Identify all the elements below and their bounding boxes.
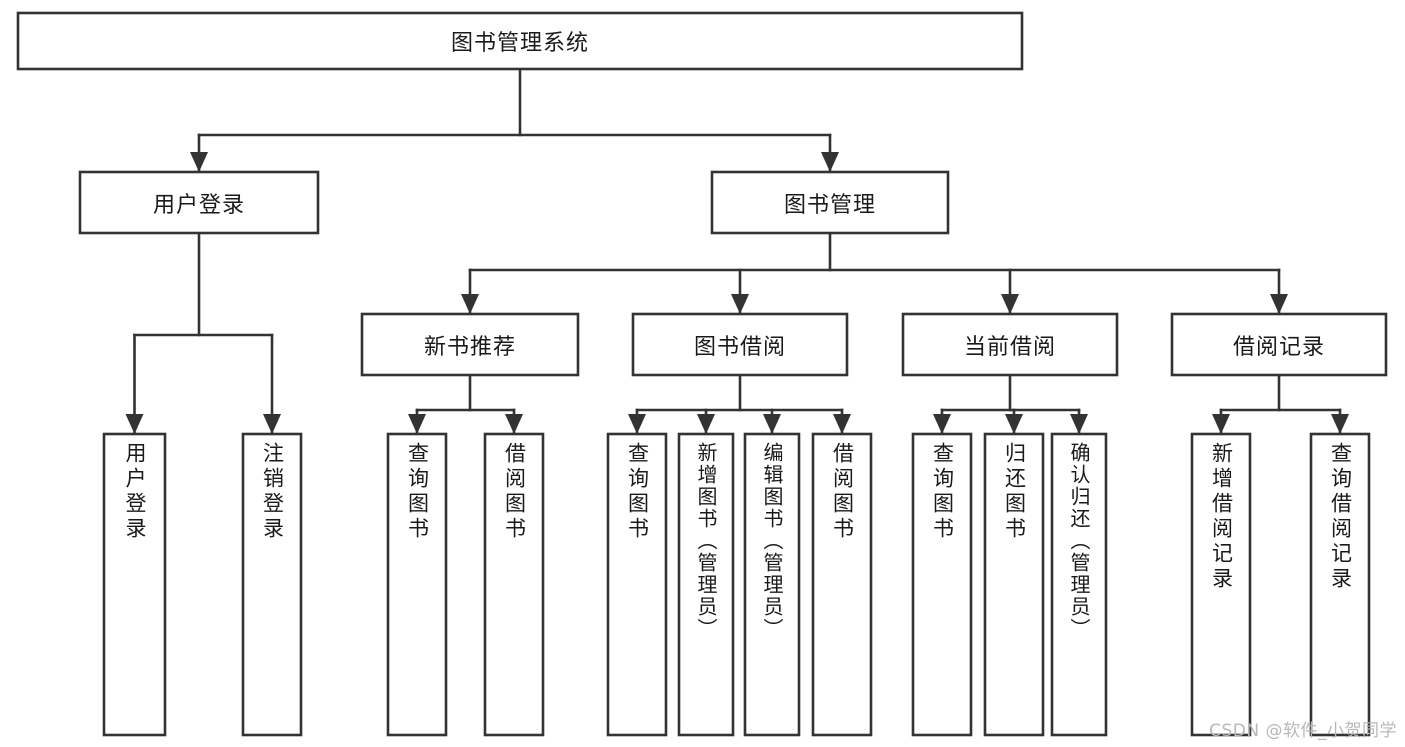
arrow-head-leaf-return-book [1005, 414, 1023, 434]
node-box-book-manage[interactable] [710, 170, 950, 235]
node-box-book-borrow[interactable] [631, 312, 849, 377]
node-box-new-book-recommend[interactable] [360, 312, 580, 377]
arrow-head-leaf-borrow-book-2 [833, 414, 851, 434]
node-box-borrow-record[interactable] [1170, 312, 1388, 377]
arrow-head-leaf-borrow-book-1 [505, 414, 523, 434]
node-box-leaf-borrow-book-1[interactable] [483, 432, 545, 737]
node-box-leaf-logout-login[interactable] [241, 432, 303, 737]
node-box-leaf-add-borrow-record[interactable] [1190, 432, 1252, 737]
node-box-leaf-query-book-3[interactable] [911, 432, 973, 737]
node-box-leaf-query-book-1[interactable] [386, 432, 448, 737]
arrow-head-leaf-add-book-admin [697, 414, 715, 434]
node-box-leaf-add-book-admin[interactable] [677, 432, 735, 737]
arrow-head-leaf-query-book-2 [628, 414, 646, 434]
node-box-current-borrow[interactable] [901, 312, 1119, 377]
node-box-leaf-edit-book-admin[interactable] [743, 432, 801, 737]
arrow-head-leaf-query-book-1 [408, 414, 426, 434]
arrow-head-leaf-query-borrow-record [1331, 414, 1349, 434]
node-box-leaf-user-login[interactable] [102, 432, 167, 737]
node-box-leaf-confirm-return-admin[interactable] [1050, 432, 1108, 737]
arrow-head-leaf-edit-book-admin [763, 414, 781, 434]
arrow-head-leaf-logout-login [263, 414, 281, 434]
boxes-layer [16, 11, 1388, 737]
arrow-head-current-borrow [1001, 294, 1019, 314]
node-box-root[interactable] [16, 11, 1024, 71]
arrow-head-leaf-user-login [125, 414, 144, 434]
arrow-head-new-book-recommend [461, 294, 479, 314]
arrow-head-book-borrow [731, 294, 749, 314]
connectors-layer [125, 67, 1349, 436]
node-box-leaf-return-book[interactable] [983, 432, 1045, 737]
arrow-head-book-manage [821, 152, 839, 172]
node-box-leaf-query-book-2[interactable] [606, 432, 668, 737]
arrow-head-leaf-add-borrow-record [1212, 414, 1230, 434]
arrow-head-user-login [190, 152, 208, 172]
arrow-head-leaf-confirm-return-admin [1070, 414, 1088, 434]
arrow-head-borrow-record [1270, 294, 1288, 314]
node-box-leaf-borrow-book-2[interactable] [811, 432, 873, 737]
node-box-user-login[interactable] [78, 170, 320, 235]
arrow-head-leaf-query-book-3 [933, 414, 951, 434]
node-box-leaf-query-borrow-record[interactable] [1309, 432, 1371, 737]
